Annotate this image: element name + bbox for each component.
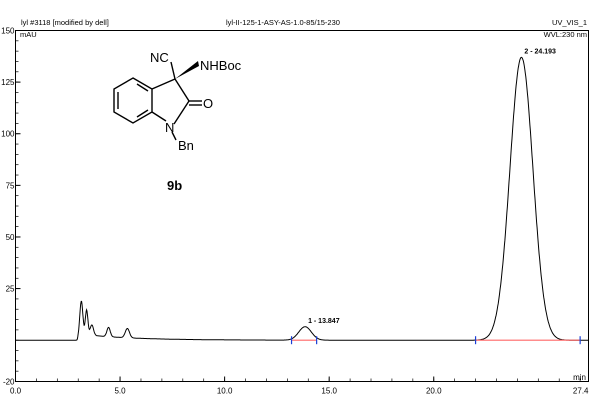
- x-tick-label: 10.0: [217, 387, 233, 396]
- x-tick-label: 0.0: [10, 387, 22, 396]
- nitrile-bond: [170, 61, 176, 80]
- wedge-bond: [175, 61, 199, 79]
- compound-structure: [113, 61, 202, 141]
- ring-bond: [151, 111, 167, 122]
- oxygen-label: O: [203, 96, 213, 111]
- header-channel: UV_VIS_1: [552, 18, 587, 27]
- y-tick-label: 75: [6, 181, 15, 190]
- y-tick-label: 100: [1, 130, 15, 139]
- peak-label: 2 - 24.193: [524, 48, 556, 55]
- ring-bond: [173, 100, 190, 125]
- x-tick-label: 15.0: [321, 387, 337, 396]
- y-tick-label: 125: [1, 78, 15, 87]
- y-axis-unit: mAU: [20, 30, 37, 39]
- nitrogen-label: N: [165, 120, 174, 135]
- n-benzyl-bond: [171, 131, 177, 141]
- aromatic-double-bond: [136, 109, 149, 118]
- y-axis-ticks: -20 25 50 75 100 125 150: [1, 27, 21, 387]
- y-tick-label: 25: [6, 285, 15, 294]
- benzyl-label: Bn: [178, 138, 194, 153]
- x-tick-label: 5.0: [114, 387, 126, 396]
- peak-label: 1 - 13.847: [308, 318, 340, 325]
- y-tick-label: -20: [3, 378, 15, 387]
- ring-bond: [151, 78, 176, 90]
- wavelength-label: WVL:230 nm: [544, 30, 587, 39]
- x-axis-unit: min: [573, 373, 586, 382]
- header-method: lyl-II-125-1-ASY-AS-1.0-85/15-230: [226, 18, 340, 27]
- peak-labels: 1 - 13.847 2 - 24.193: [308, 48, 556, 324]
- nhboc-label: NHBoc: [200, 58, 242, 73]
- x-tick-label: 20.0: [426, 387, 442, 396]
- compound-number: 9b: [167, 178, 182, 193]
- x-axis-ticks: 0.0 5.0 10.0 15.0 20.0 27.4: [10, 376, 589, 396]
- peak-baselines: [290, 336, 581, 345]
- aromatic-double-bond: [136, 83, 149, 92]
- y-tick-label: 50: [6, 233, 15, 242]
- ring-bond: [174, 78, 190, 102]
- nitrile-label: NC: [150, 50, 169, 65]
- x-tick-label: 27.4: [573, 387, 589, 396]
- y-tick-label: 150: [1, 27, 15, 36]
- chromatogram-trace: [15, 56, 589, 341]
- header-sample-name: lyl #3118 [modified by dell]: [21, 18, 109, 27]
- benzene-ring: [113, 77, 153, 124]
